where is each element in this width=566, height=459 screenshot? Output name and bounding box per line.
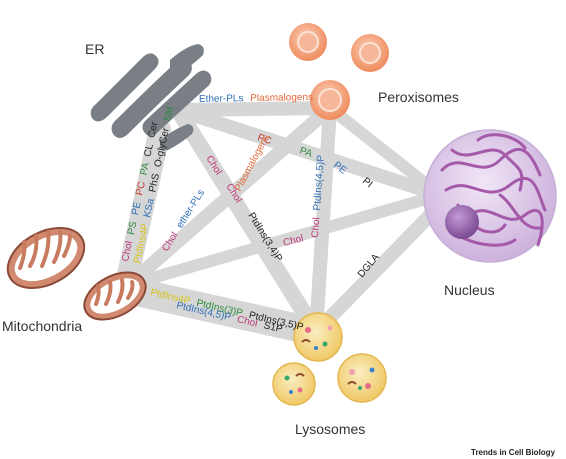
lysosome-2 bbox=[272, 362, 316, 406]
lipid-pe: PE bbox=[130, 201, 144, 217]
connector-er-lysosome bbox=[170, 102, 324, 340]
connector-er-mitochondria bbox=[117, 119, 171, 286]
er-sheet-1 bbox=[90, 53, 159, 122]
lipid-pc: PC bbox=[134, 181, 148, 197]
peroxisome-2 bbox=[351, 34, 389, 72]
nucleolus bbox=[445, 205, 479, 239]
lipid-pc: PC bbox=[256, 132, 273, 147]
peroxisomes-label: Peroxisomes bbox=[378, 89, 459, 105]
lipid-ether-pls: Ether-PLs bbox=[199, 93, 244, 105]
label-er-mitochondria-row1: Chol PS PE PC PA CL Cer bbox=[120, 120, 161, 262]
connector-er-peroxisome bbox=[171, 101, 337, 117]
connector-peroxisome-mitochondria bbox=[121, 101, 337, 292]
lysosome-1 bbox=[293, 312, 343, 362]
label-er-peroxisome: Ether-PLs Plasmalogens bbox=[199, 92, 313, 105]
lipid-ptdins45p: PtdIns(4,5)P bbox=[312, 154, 327, 211]
mitochondrion-2 bbox=[83, 271, 147, 321]
lipid-pa: PA bbox=[139, 161, 152, 176]
er-sheet-3 bbox=[142, 70, 212, 136]
lipid-chol-center: Chol bbox=[282, 233, 305, 249]
connector-peroxisome-lysosome bbox=[309, 101, 337, 339]
peroxisome-group bbox=[289, 23, 389, 120]
er-label: ER bbox=[85, 41, 104, 57]
lipid-phs: PhS bbox=[147, 172, 162, 193]
er-sheet-4 bbox=[170, 44, 204, 74]
mitochondrion-1 bbox=[6, 227, 86, 289]
lysosome-3 bbox=[337, 353, 387, 403]
journal-credit: Trends in Cell Biology bbox=[471, 448, 556, 457]
lysosomes-label: Lysosomes bbox=[295, 421, 365, 437]
connector-er-nucleus bbox=[171, 103, 447, 202]
connector-peroxisome-nucleus bbox=[324, 102, 446, 201]
er-sheet-2 bbox=[111, 58, 192, 138]
peroxisome-1 bbox=[289, 23, 327, 61]
lipid-chol: Chol bbox=[310, 217, 322, 238]
lipid-plasmalogens: Plasmalogens bbox=[250, 92, 313, 104]
mitochondria-label: Mitochondria bbox=[2, 318, 82, 334]
connector-mitochondria-nucleus bbox=[122, 189, 446, 291]
lipid-ps: PS bbox=[126, 220, 140, 236]
lipid-chol: Chol bbox=[120, 240, 135, 262]
er-sheet-5 bbox=[160, 124, 194, 151]
nucleus-label: Nucleus bbox=[444, 282, 495, 298]
connector-lysosome-nucleus bbox=[309, 198, 447, 339]
lipid-cer: Cer bbox=[146, 120, 160, 139]
connector-lines bbox=[114, 101, 447, 346]
lipid-pa: PA bbox=[298, 145, 314, 159]
label-peroxisome-lysosome: Chol PtdIns(4,5)P bbox=[310, 154, 327, 238]
connector-mitochondria-lysosome bbox=[114, 276, 330, 346]
lipid-ksa: KSa bbox=[142, 197, 157, 218]
lipid-chol: Chol bbox=[236, 314, 259, 329]
lipid-cl: CL bbox=[142, 143, 156, 158]
lipid-sm: SM bbox=[162, 105, 176, 122]
lipid-s1p: S1P bbox=[263, 320, 284, 335]
er-organelle bbox=[90, 44, 212, 151]
nucleus-organelle bbox=[423, 129, 557, 263]
peroxisome-3 bbox=[310, 80, 350, 120]
